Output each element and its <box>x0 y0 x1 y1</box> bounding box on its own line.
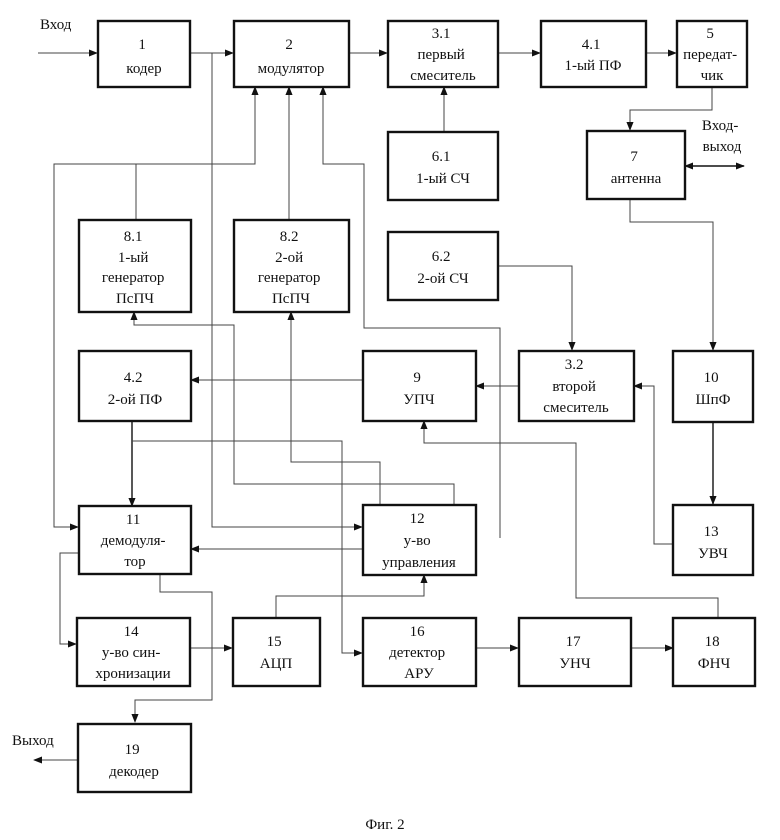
block-modulator <box>234 21 349 87</box>
input-label: Вход <box>40 17 72 33</box>
line-15-to-12 <box>276 575 424 618</box>
io-label: Вход- выход <box>702 118 742 155</box>
line-8-1-to-11 <box>54 164 136 527</box>
block-broadband-filter <box>673 351 753 422</box>
block-second-bandpass-filter <box>79 351 191 421</box>
block-adc <box>233 618 320 686</box>
block-second-synthesizer <box>388 232 498 300</box>
block-decoder <box>78 724 191 792</box>
block-rf-amplifier <box>673 505 753 575</box>
output-label: Выход <box>12 733 54 749</box>
line-7-to-10 <box>630 199 713 350</box>
line-5-to-7 <box>630 87 712 130</box>
block-lowpass-filter <box>673 618 755 686</box>
figure-caption: Фиг. 2 <box>365 817 404 833</box>
line-13-to-3-2 <box>634 386 673 544</box>
block-lf-amplifier <box>519 618 631 686</box>
block-first-synthesizer <box>388 132 498 200</box>
line-11-to-14 <box>60 553 78 644</box>
block-coder <box>98 21 190 87</box>
block-first-bandpass-filter <box>541 21 646 87</box>
line-8-1-to-2 <box>136 87 255 220</box>
line-6-2-to-3-2 <box>498 266 572 350</box>
block-antenna <box>587 131 685 199</box>
block-if-amplifier <box>363 351 476 421</box>
